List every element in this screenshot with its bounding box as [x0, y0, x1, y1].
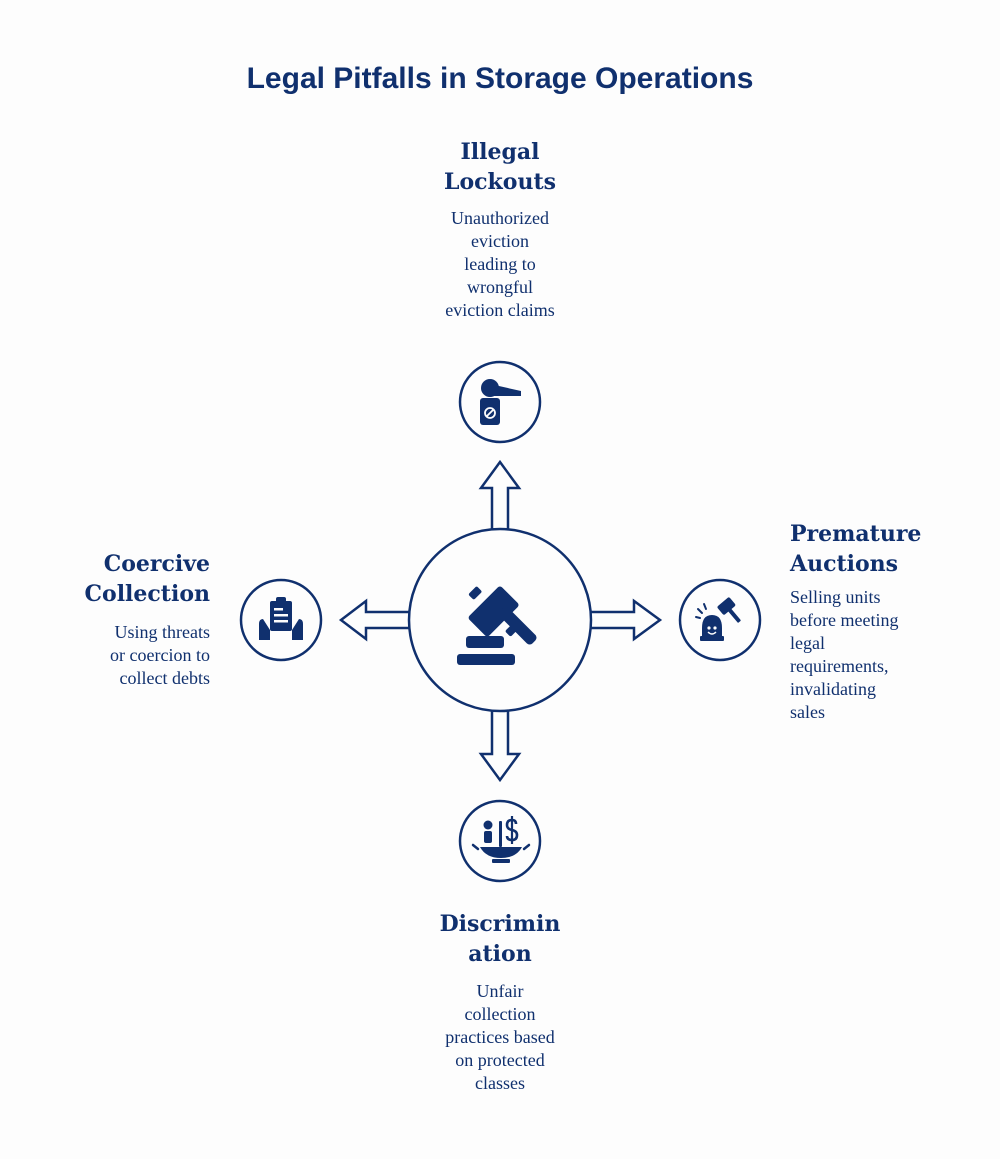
node-right-circle: [678, 578, 762, 662]
node-right-description: Selling units before meeting legal requi…: [790, 587, 899, 722]
node-top-circle: [458, 360, 542, 444]
node-left-circle: [239, 578, 323, 662]
node-top-description: Unauthorized eviction leading to wrongfu…: [445, 208, 555, 320]
hands-document-icon: [259, 597, 303, 640]
arrow-down: [478, 710, 522, 783]
node-bottom-circle: [458, 799, 542, 883]
gavel-icon: [457, 586, 537, 665]
auction-alarm-icon: [695, 597, 741, 641]
scale-person-money-icon: [471, 816, 531, 863]
node-left-description: Using threats or coercion to collect deb…: [110, 622, 210, 688]
arrow-right: [590, 598, 663, 642]
arrow-up: [478, 459, 522, 530]
page-title: Legal Pitfalls in Storage Operations: [246, 62, 754, 95]
node-right-heading: Premature Auctions: [790, 521, 922, 577]
arrow-left: [338, 598, 410, 642]
door-lock-icon: [480, 379, 521, 425]
node-bottom-heading: Discrimin ation: [439, 911, 561, 967]
node-top-heading: Illegal Lockouts: [444, 139, 556, 195]
node-left-heading: Coercive Collection: [84, 551, 210, 607]
center-hub: [407, 527, 593, 713]
node-bottom-description: Unfair collection practices based on pro…: [445, 981, 555, 1093]
